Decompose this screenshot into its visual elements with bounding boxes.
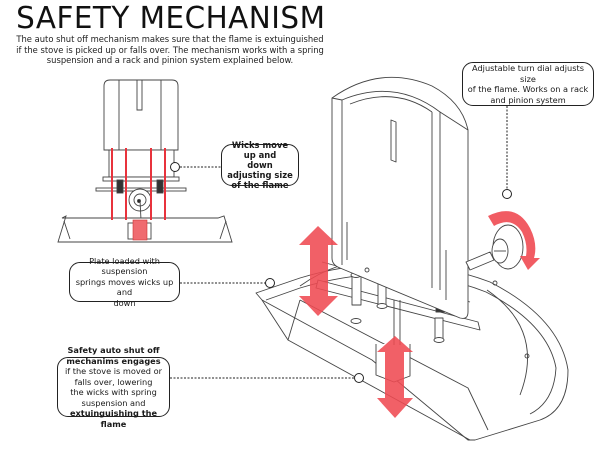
callout-line: the wicks with spring suspension and [70, 387, 157, 408]
intro-line: suspension and a rack and pinion system … [46, 55, 294, 66]
callout-emphasis: extuinguishing the flame [69, 408, 158, 429]
circle-anchor-icon [170, 162, 180, 172]
page-title: SAFETY MECHANISM [16, 1, 326, 36]
callout-line: of the flame [231, 180, 289, 190]
callout-line: down [113, 297, 136, 308]
circle-anchor-icon [502, 189, 512, 199]
front-view-housing [103, 79, 179, 151]
circle-anchor-icon [354, 373, 364, 383]
callout-line: springs moves wicks up and [75, 276, 174, 298]
callout-heading: Safety auto shut off mechanims engages [66, 345, 161, 366]
wick-lines [111, 148, 166, 220]
isometric-stove-drawing [255, 76, 569, 441]
intro-line: The auto shut off mechanism makes sure t… [16, 34, 324, 44]
callout-line: of the flame. Works on a rack [467, 84, 589, 94]
callout-line: down adjusting size [227, 160, 293, 180]
circle-anchor-icon [265, 278, 275, 288]
rotate-arrow-icon [488, 211, 540, 270]
up-down-arrow-icon [377, 336, 413, 418]
callout-wicks: Wicks move up and down adjusting size of… [221, 140, 299, 190]
callout-line: Plate loaded with suspension [89, 255, 160, 277]
callout-line: Adjustable turn dial adjusts size [472, 63, 584, 84]
callout-turn-dial: Adjustable turn dial adjusts size of the… [462, 62, 594, 106]
spring-left [116, 179, 124, 194]
front-view-drawing [57, 79, 233, 243]
intro-paragraph: The auto shut off mechanism makes sure t… [4, 34, 336, 66]
callout-suspension-plate: Plate loaded with suspension springs mov… [69, 256, 180, 308]
up-down-arrow-icon [299, 226, 338, 316]
callout-safety-shutoff: Safety auto shut off mechanims engages i… [57, 345, 170, 429]
callout-line: if the stove is moved or falls over, low… [65, 366, 162, 387]
spring-right [156, 179, 164, 194]
front-view-wick-socket [132, 219, 148, 241]
callout-line: Wicks move up and [231, 140, 289, 160]
intro-line: if the stove is picked up or falls over.… [16, 44, 324, 55]
callout-line: and pinion system [490, 94, 566, 105]
